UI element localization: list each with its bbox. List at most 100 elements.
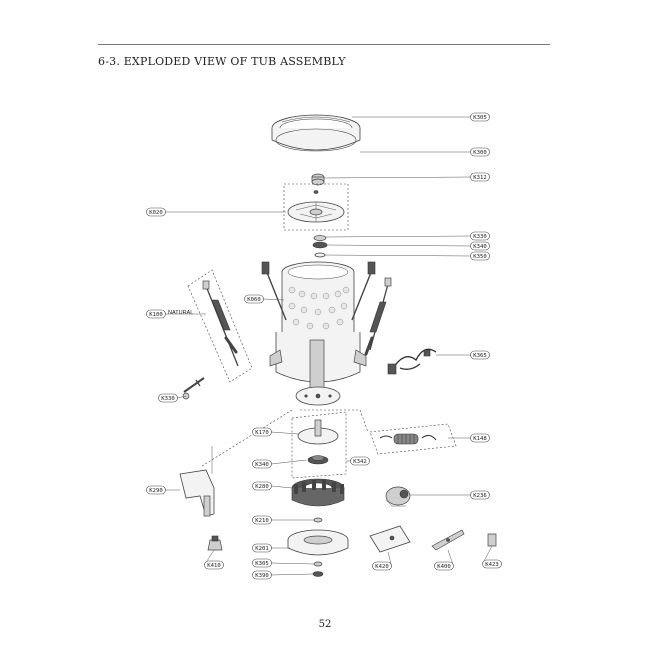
- suspension-rod-right-illustration: [364, 277, 392, 356]
- label-pill: [470, 251, 490, 261]
- part-id: K330: [473, 234, 486, 240]
- part-id: K350: [473, 254, 486, 260]
- rotor-illustration: [287, 529, 349, 556]
- part-id: K280: [255, 484, 268, 490]
- leader-line: [271, 485, 293, 489]
- part-id: K290: [149, 488, 162, 494]
- part-label-k170: K170: [252, 427, 299, 437]
- rotor-washer-illustration: [313, 517, 323, 523]
- label-pill: [470, 147, 490, 157]
- label-pill: [470, 241, 490, 251]
- label-pill: [434, 561, 454, 571]
- part-id: K365: [473, 353, 486, 359]
- part-id: K342: [353, 459, 366, 465]
- part-label-k410: K410: [204, 549, 224, 570]
- part-label-k290: K290: [146, 485, 180, 495]
- part-id: K236: [473, 493, 486, 499]
- part-label-k148: K148: [448, 433, 490, 443]
- label-pill: [252, 570, 272, 580]
- natural-note: NATURAL: [168, 310, 193, 316]
- part-label-k305: K305: [352, 112, 490, 122]
- part-label-k300: K300: [360, 147, 490, 157]
- part-id: K201: [255, 546, 268, 552]
- leader-line: [324, 254, 471, 257]
- part-id: K340: [473, 244, 486, 250]
- label-pill: [146, 207, 166, 217]
- leader-line: [323, 176, 471, 179]
- label-pill: [252, 427, 272, 437]
- mounting-plate-illustration: [295, 386, 341, 406]
- part-id: K420: [375, 564, 388, 570]
- part-id: K060: [247, 297, 260, 303]
- part-label-k400: K400: [434, 549, 454, 571]
- part-label-k201: K201: [252, 543, 290, 553]
- part-id: K410: [207, 563, 220, 569]
- label-pill: [470, 231, 490, 241]
- label-pill: [204, 560, 224, 570]
- nut-illustration: [311, 173, 325, 186]
- part-label-k330: K330: [325, 231, 490, 241]
- part-id: K100: [149, 312, 162, 318]
- label-pill: [252, 543, 272, 553]
- leader-line: [263, 298, 285, 301]
- part-id: K340: [255, 462, 268, 468]
- part-label-k420: K420: [372, 551, 392, 571]
- tub-cover-illustration: [271, 114, 361, 152]
- label-pill: [244, 294, 264, 304]
- label-pill: [470, 172, 490, 182]
- part-id: K305: [473, 115, 486, 121]
- leader-line: [271, 431, 299, 435]
- part-id: K330: [161, 396, 174, 402]
- wire-harness-illustration: [387, 348, 437, 375]
- shaft-parts-illustration: [312, 235, 328, 258]
- part-label-k312: K312: [323, 172, 490, 182]
- part-id: K305: [255, 561, 268, 567]
- part-id: K300: [473, 150, 486, 156]
- label-pill: [470, 433, 490, 443]
- part-id: K312: [473, 175, 486, 181]
- lever-illustration: [431, 529, 465, 551]
- leader-line: [271, 459, 307, 465]
- label-pill: [372, 561, 392, 571]
- label-pill: [252, 481, 272, 491]
- page-title: 6-3. EXPLODED VIEW OF TUB ASSEMBLY: [98, 55, 346, 68]
- part-id: K148: [473, 436, 487, 442]
- part-label-k340: K340: [252, 459, 307, 469]
- part-labels: K305K300K312K020K330K340K350K060K100K365…: [146, 112, 502, 580]
- part-label-k100: K100: [146, 309, 206, 319]
- drain-pin-illustration: [182, 377, 205, 400]
- label-pill: [482, 559, 502, 569]
- header-rule: [98, 44, 550, 45]
- leader-line: [271, 573, 314, 576]
- part-label-k280: K280: [252, 481, 293, 491]
- tub-assembly-artwork: [179, 114, 497, 577]
- part-id: K400: [437, 564, 450, 570]
- part-id: K170: [255, 430, 268, 436]
- suspension-rod-illustration: [187, 269, 253, 383]
- label-pill: [252, 459, 272, 469]
- label-pill: [350, 456, 370, 466]
- leader-line: [326, 244, 471, 247]
- part-label-k365: K365: [436, 350, 490, 360]
- assembly-frame-lines: [201, 409, 369, 467]
- part-id: K210: [255, 518, 268, 524]
- pulsator-illustration: [283, 183, 349, 231]
- part-label-k236: K236: [410, 490, 490, 500]
- label-pill: [158, 393, 178, 403]
- part-label-k342: K342: [346, 456, 370, 466]
- label-pill: [252, 515, 272, 525]
- bottom-nut-illustration: [312, 561, 324, 577]
- leader-line: [271, 562, 315, 565]
- clutch-illustration: [291, 411, 347, 479]
- clamp-illustration: [207, 535, 223, 551]
- part-label-k330: K330: [158, 393, 187, 403]
- label-pill: [470, 112, 490, 122]
- label-pill: [146, 309, 166, 319]
- part-id: K423: [485, 562, 498, 568]
- clip-illustration: [487, 533, 497, 547]
- leader-line: [325, 235, 471, 238]
- label-pill: [470, 490, 490, 500]
- page-number: 52: [318, 619, 332, 630]
- label-pill: [470, 350, 490, 360]
